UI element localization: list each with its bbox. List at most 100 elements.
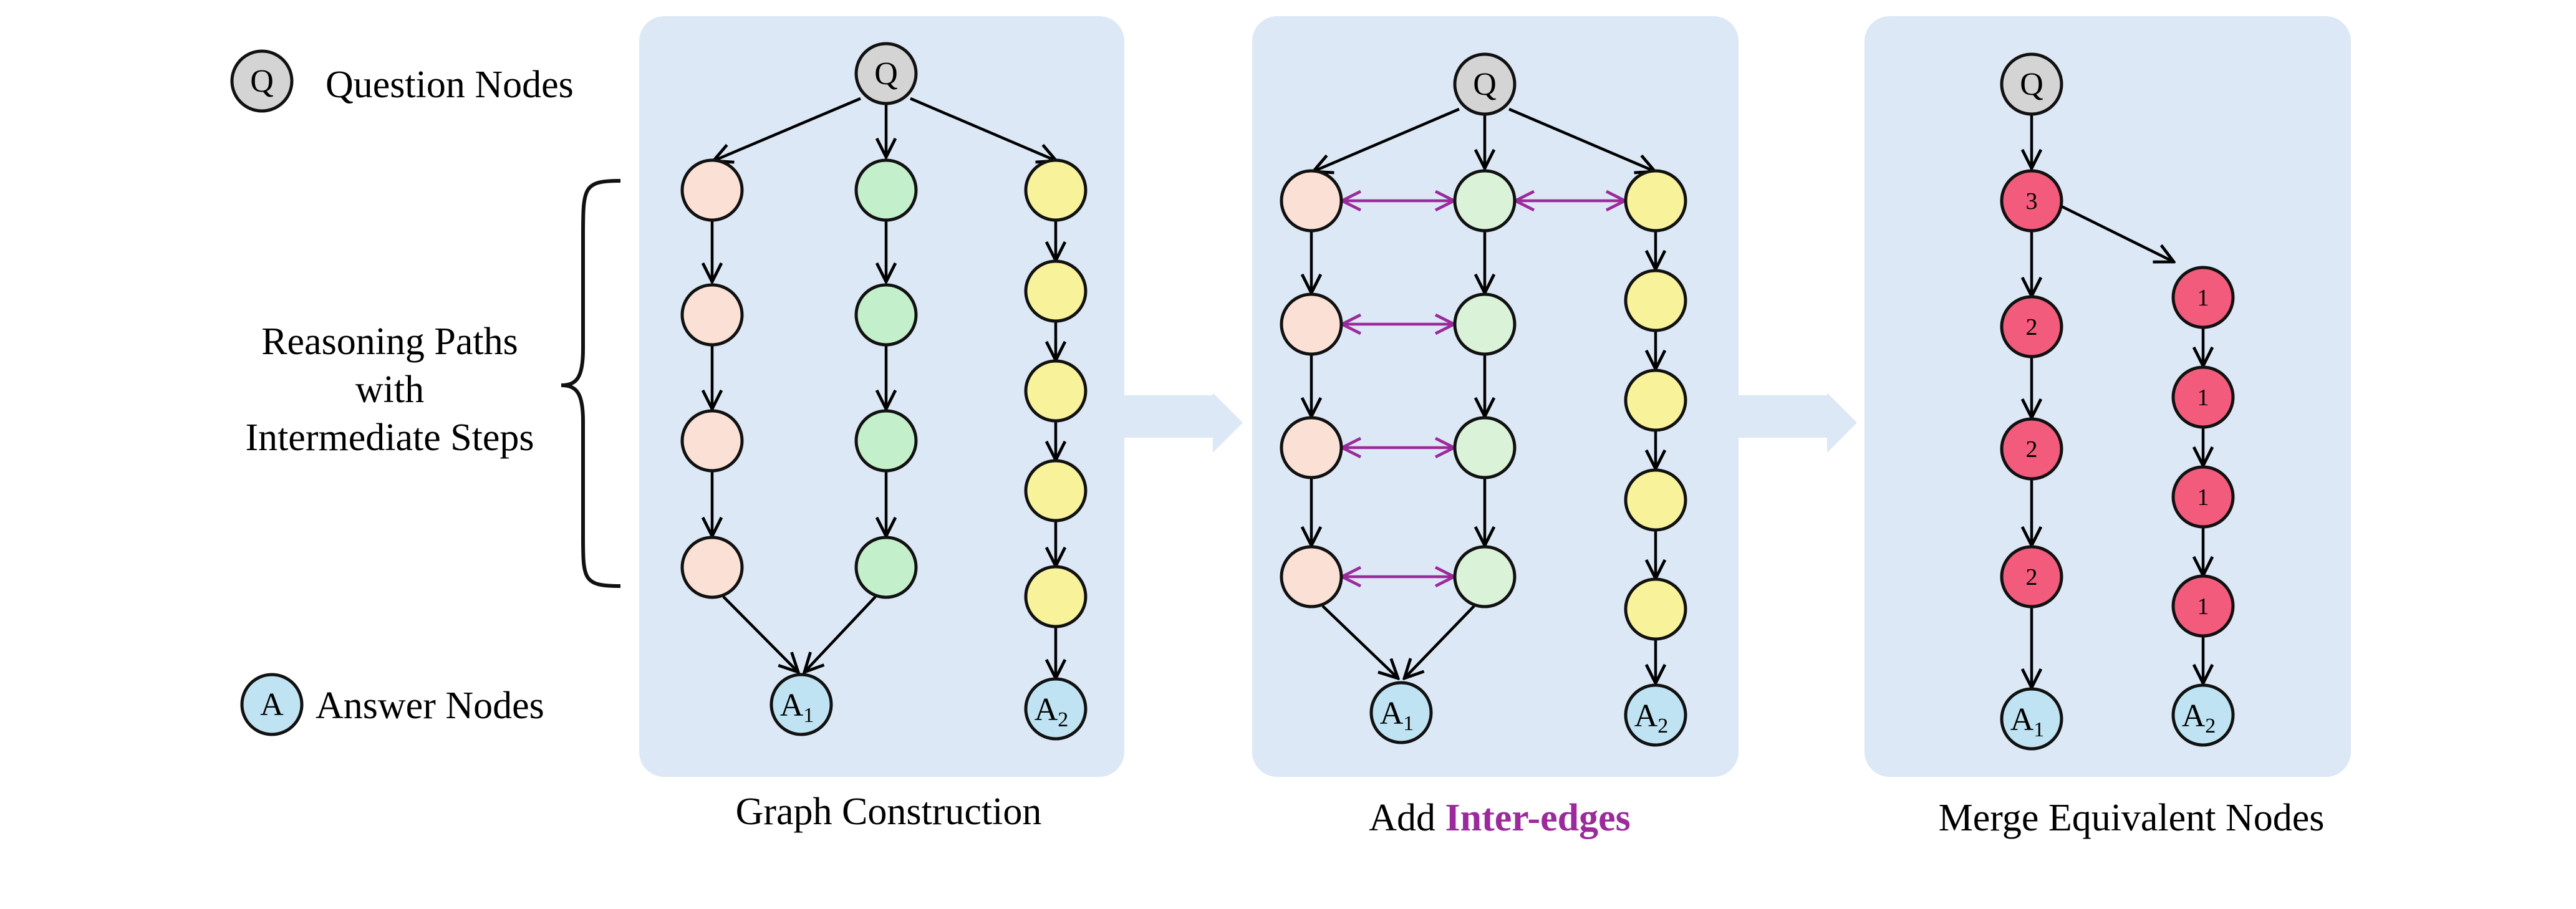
merged-node-count: 2 [2026,564,2038,590]
path-node [854,283,918,347]
merged-node [2000,545,2063,608]
edge [1313,107,1460,171]
panel-3-edges [2032,114,2203,688]
path-node [1624,468,1687,532]
answer-node-1-label: A1 [1380,696,1414,735]
path-node [854,536,918,599]
answer-node-2 [2171,683,2235,747]
path-node [1024,359,1088,423]
answer-node-1-label: A1 [780,688,814,727]
flow-arrow-2-3 [1739,393,1857,453]
merged-node-count: 1 [2197,285,2209,311]
merged-node-counts: 3 2 2 2 1 1 1 1 [2026,188,2209,620]
caption-highlight: Inter-edges [1445,797,1630,839]
path-node [1024,259,1088,323]
edge [1508,107,1655,171]
reasoning-label-line3: Intermediate Steps [245,416,534,459]
path-node [1624,368,1687,432]
question-node [854,42,918,105]
edge [804,595,877,672]
answer-node-1 [1369,681,1433,744]
panel-merge-equivalent-nodes: 3 2 2 2 1 1 1 1 Q A1 A2 Merge Equivalent… [1939,52,2325,839]
path-node [1280,416,1343,479]
question-node-label: Q [1473,67,1497,102]
panel-2-inter-edges [1342,201,1625,577]
path-node [1024,459,1088,522]
merged-node [2171,266,2235,329]
path-node [1024,158,1088,222]
path-node [680,283,744,347]
panel-3-caption: Merge Equivalent Nodes [1939,797,2325,839]
answer-node-2 [1624,683,1687,747]
answer-node-2-label: A2 [1035,692,1069,731]
legend-question-symbol: Q [250,64,274,99]
answer-node-2-label: A2 [2182,698,2216,738]
edge [2060,204,2174,262]
panel-1-edges [712,97,1056,678]
edge [713,97,861,161]
panel-2-edges [1311,107,1656,683]
answer-node-2-label: A2 [1634,698,1669,738]
merged-node [2171,574,2235,638]
reasoning-paths-label: Reasoning Paths with Intermediate Steps [245,179,621,588]
answer-node-1 [2000,687,2063,751]
panel-2-caption: Add Inter-edges [1369,797,1631,839]
path-node [854,158,918,222]
panel-2-nodes [1280,52,1687,747]
panel-graph-construction: Q A1 A2 Graph Construction [680,42,1088,833]
legend: Q Question Nodes Reasoning Paths with In… [230,49,621,736]
legend-question-node [230,49,294,113]
legend-answer-node [240,673,304,736]
path-node [1453,292,1517,356]
panel-1-nodes [680,42,1088,741]
path-node [1024,565,1088,628]
question-node-label: Q [2020,67,2043,102]
merged-node [2000,169,2063,233]
edge [722,595,798,672]
merged-node-count: 1 [2197,484,2209,511]
path-node [1280,292,1343,356]
answer-node-2 [1024,677,1088,741]
path-node [1280,545,1343,608]
path-node [680,158,744,222]
panel-3-background [1864,16,2351,777]
path-node [1280,169,1343,233]
path-node [1624,577,1687,641]
flow-arrow-1-2 [1124,393,1243,453]
panel-1-caption: Graph Construction [736,791,1042,833]
merged-node-count: 1 [2197,385,2209,411]
merged-node [2000,295,2063,358]
panel-add-inter-edges: Q A1 A2 Add Inter-edges [1280,52,1687,839]
path-node [854,409,918,473]
edge [1404,605,1475,678]
merged-node-count: 2 [2026,314,2038,340]
question-node-label: Q [874,56,898,92]
legend-question-label: Question Nodes [326,64,574,106]
path-node [680,536,744,599]
legend-answer: A Answer Nodes [240,673,544,736]
caption-prefix: Add [1369,797,1435,839]
edge [910,97,1056,161]
path-node [1453,545,1517,608]
merged-node-count: 1 [2197,594,2209,620]
answer-node-1 [769,673,833,736]
legend-answer-label: Answer Nodes [316,685,544,727]
reasoning-label-line1: Reasoning Paths [261,320,518,363]
path-node [1624,269,1687,332]
path-node [680,409,744,473]
path-node [1624,169,1687,233]
answer-node-1-label: A1 [2010,702,2045,741]
question-node [1453,52,1517,116]
merged-node [2171,465,2235,529]
reasoning-label-line2: with [355,368,424,411]
legend-question: Q Question Nodes [230,49,574,113]
path-node [1453,169,1517,233]
panel-3-nodes [2000,52,2235,751]
merged-node-count: 2 [2026,436,2038,463]
reasoning-brace [561,179,621,588]
merged-node [2000,417,2063,481]
legend-answer-symbol: A [260,687,284,723]
merged-node-count: 3 [2026,188,2038,214]
edge [1321,605,1398,678]
